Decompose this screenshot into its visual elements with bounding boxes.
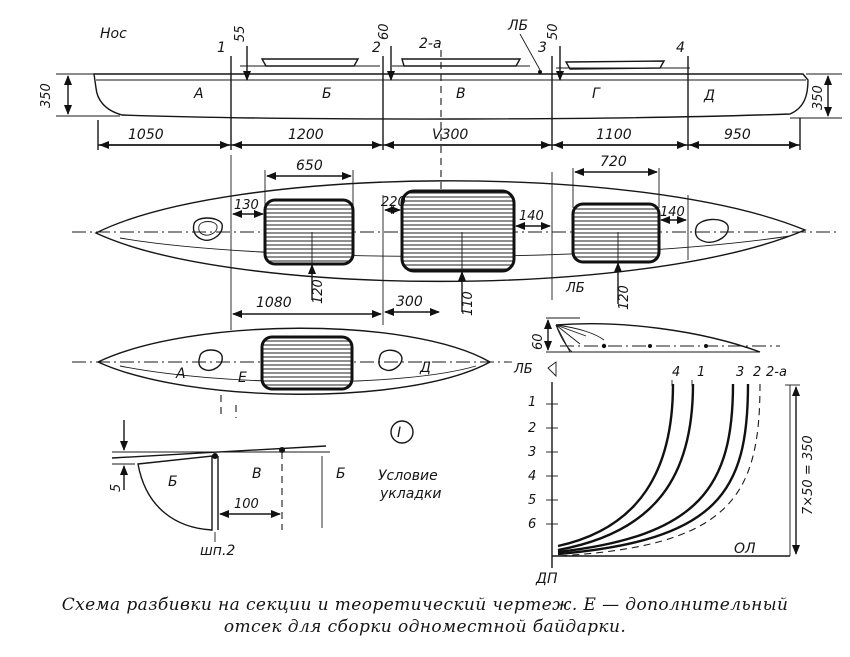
caption-line-1: Схема разбивки на секции и теоретический… bbox=[61, 595, 789, 615]
frame-2: 2 bbox=[372, 40, 381, 56]
single-section-d: Д bbox=[419, 360, 431, 376]
wl-3: 3 bbox=[528, 445, 536, 460]
station-2: 2 bbox=[753, 365, 761, 380]
formula-label: 7×50 = 350 bbox=[801, 435, 816, 515]
detail-v: В bbox=[252, 466, 262, 482]
cockpit-1 bbox=[263, 198, 355, 266]
caption-line-2: отсек для сборки одноместной байдарки. bbox=[223, 617, 627, 637]
cockpit-3 bbox=[571, 202, 661, 264]
condition-line-1: Условие bbox=[378, 468, 438, 484]
len-1100: 1100 bbox=[596, 127, 632, 143]
figure-caption: Схема разбивки на секции и теоретический… bbox=[0, 594, 850, 638]
lb-label-2: ЛБ bbox=[565, 281, 585, 296]
dim-300: 300 bbox=[396, 294, 423, 310]
ol-label: ОЛ bbox=[734, 541, 756, 557]
frame-sh2: шп.2 bbox=[200, 543, 235, 559]
wl-5: 5 bbox=[528, 493, 536, 508]
len-1200: 1200 bbox=[288, 127, 324, 143]
frame-2a: 2-а bbox=[419, 36, 442, 52]
dim-720: 720 bbox=[600, 154, 627, 170]
height-left: 350 bbox=[39, 83, 54, 108]
section-a: А bbox=[193, 86, 204, 102]
station-1: 1 bbox=[697, 365, 705, 380]
dim-220: 220 bbox=[381, 195, 406, 210]
len-950: 950 bbox=[724, 127, 751, 143]
nose-label: Нос bbox=[100, 26, 127, 42]
deck-outline bbox=[94, 180, 807, 283]
profile-lb: ЛБ bbox=[513, 362, 533, 377]
frame-1: 1 bbox=[217, 40, 226, 56]
detail-dim-100: 100 bbox=[234, 497, 259, 512]
side-hull bbox=[93, 73, 809, 120]
dp-label: ДП bbox=[535, 571, 558, 587]
detail-b-right: Б bbox=[336, 466, 346, 482]
dim-650: 650 bbox=[296, 158, 323, 174]
section-g: Г bbox=[592, 86, 601, 102]
condition-line-2: укладки bbox=[379, 486, 442, 502]
station-2a: 2-а bbox=[766, 365, 787, 380]
roman-label: I bbox=[397, 425, 401, 441]
wl-1: 1 bbox=[528, 395, 536, 410]
height-right: 350 bbox=[811, 85, 826, 110]
kayak-drawing: Нос 1 2 2-а 3 4 55 60 50 ЛБ bbox=[39, 18, 842, 587]
cockpit-single bbox=[260, 335, 354, 391]
lb-label: ЛБ bbox=[507, 18, 528, 34]
frame-4: 4 bbox=[676, 40, 685, 56]
len-v300: V300 bbox=[432, 127, 468, 143]
len-1050: 1050 bbox=[128, 127, 164, 143]
dim-120b: 120 bbox=[617, 285, 632, 310]
wl-6: 6 bbox=[528, 517, 536, 532]
wl-2: 2 bbox=[528, 421, 536, 436]
dim-140a: 140 bbox=[519, 209, 544, 224]
dim-130: 130 bbox=[234, 198, 259, 213]
top-view-double: 650 720 130 220 140 140 120 110 120 ЛБ bbox=[72, 154, 836, 330]
dim-1080: 1080 bbox=[256, 295, 292, 311]
offset-55: 55 bbox=[233, 25, 248, 42]
section-b: Б bbox=[322, 86, 332, 102]
wl-4: 4 bbox=[528, 469, 536, 484]
body-plan: 1 2 3 4 5 6 ОЛ ДП 7×50 = 350 bbox=[528, 380, 816, 587]
single-section-a: А bbox=[175, 366, 186, 382]
station-4: 4 bbox=[672, 365, 680, 380]
section-v: В bbox=[456, 86, 466, 102]
section-d: Д bbox=[703, 88, 715, 104]
profile-sheer: 60 ЛБ 4 1 3 2 2-а bbox=[513, 317, 787, 380]
offset-50: 50 bbox=[546, 23, 561, 40]
single-deck-outline bbox=[96, 327, 492, 395]
frame-3: 3 bbox=[538, 40, 547, 56]
detail-dim-5: 5 bbox=[109, 484, 124, 492]
offset-60: 60 bbox=[377, 23, 392, 40]
dim-110: 110 bbox=[461, 291, 476, 316]
cockpit-2 bbox=[400, 189, 516, 273]
station-3: 3 bbox=[736, 365, 744, 380]
single-section-e: Е bbox=[238, 370, 247, 386]
dim-140b: 140 bbox=[660, 205, 685, 220]
profile-h-60: 60 bbox=[531, 333, 546, 350]
dim-120a: 120 bbox=[311, 279, 326, 304]
side-view: Нос 1 2 2-а 3 4 55 60 50 ЛБ bbox=[39, 18, 842, 200]
top-view-single: А Е Д 1080 300 bbox=[72, 294, 512, 418]
detail-b-left: Б bbox=[168, 474, 178, 490]
detail-i: I 5 Б В Б 100 шп.2 Условие укладки bbox=[109, 420, 442, 559]
